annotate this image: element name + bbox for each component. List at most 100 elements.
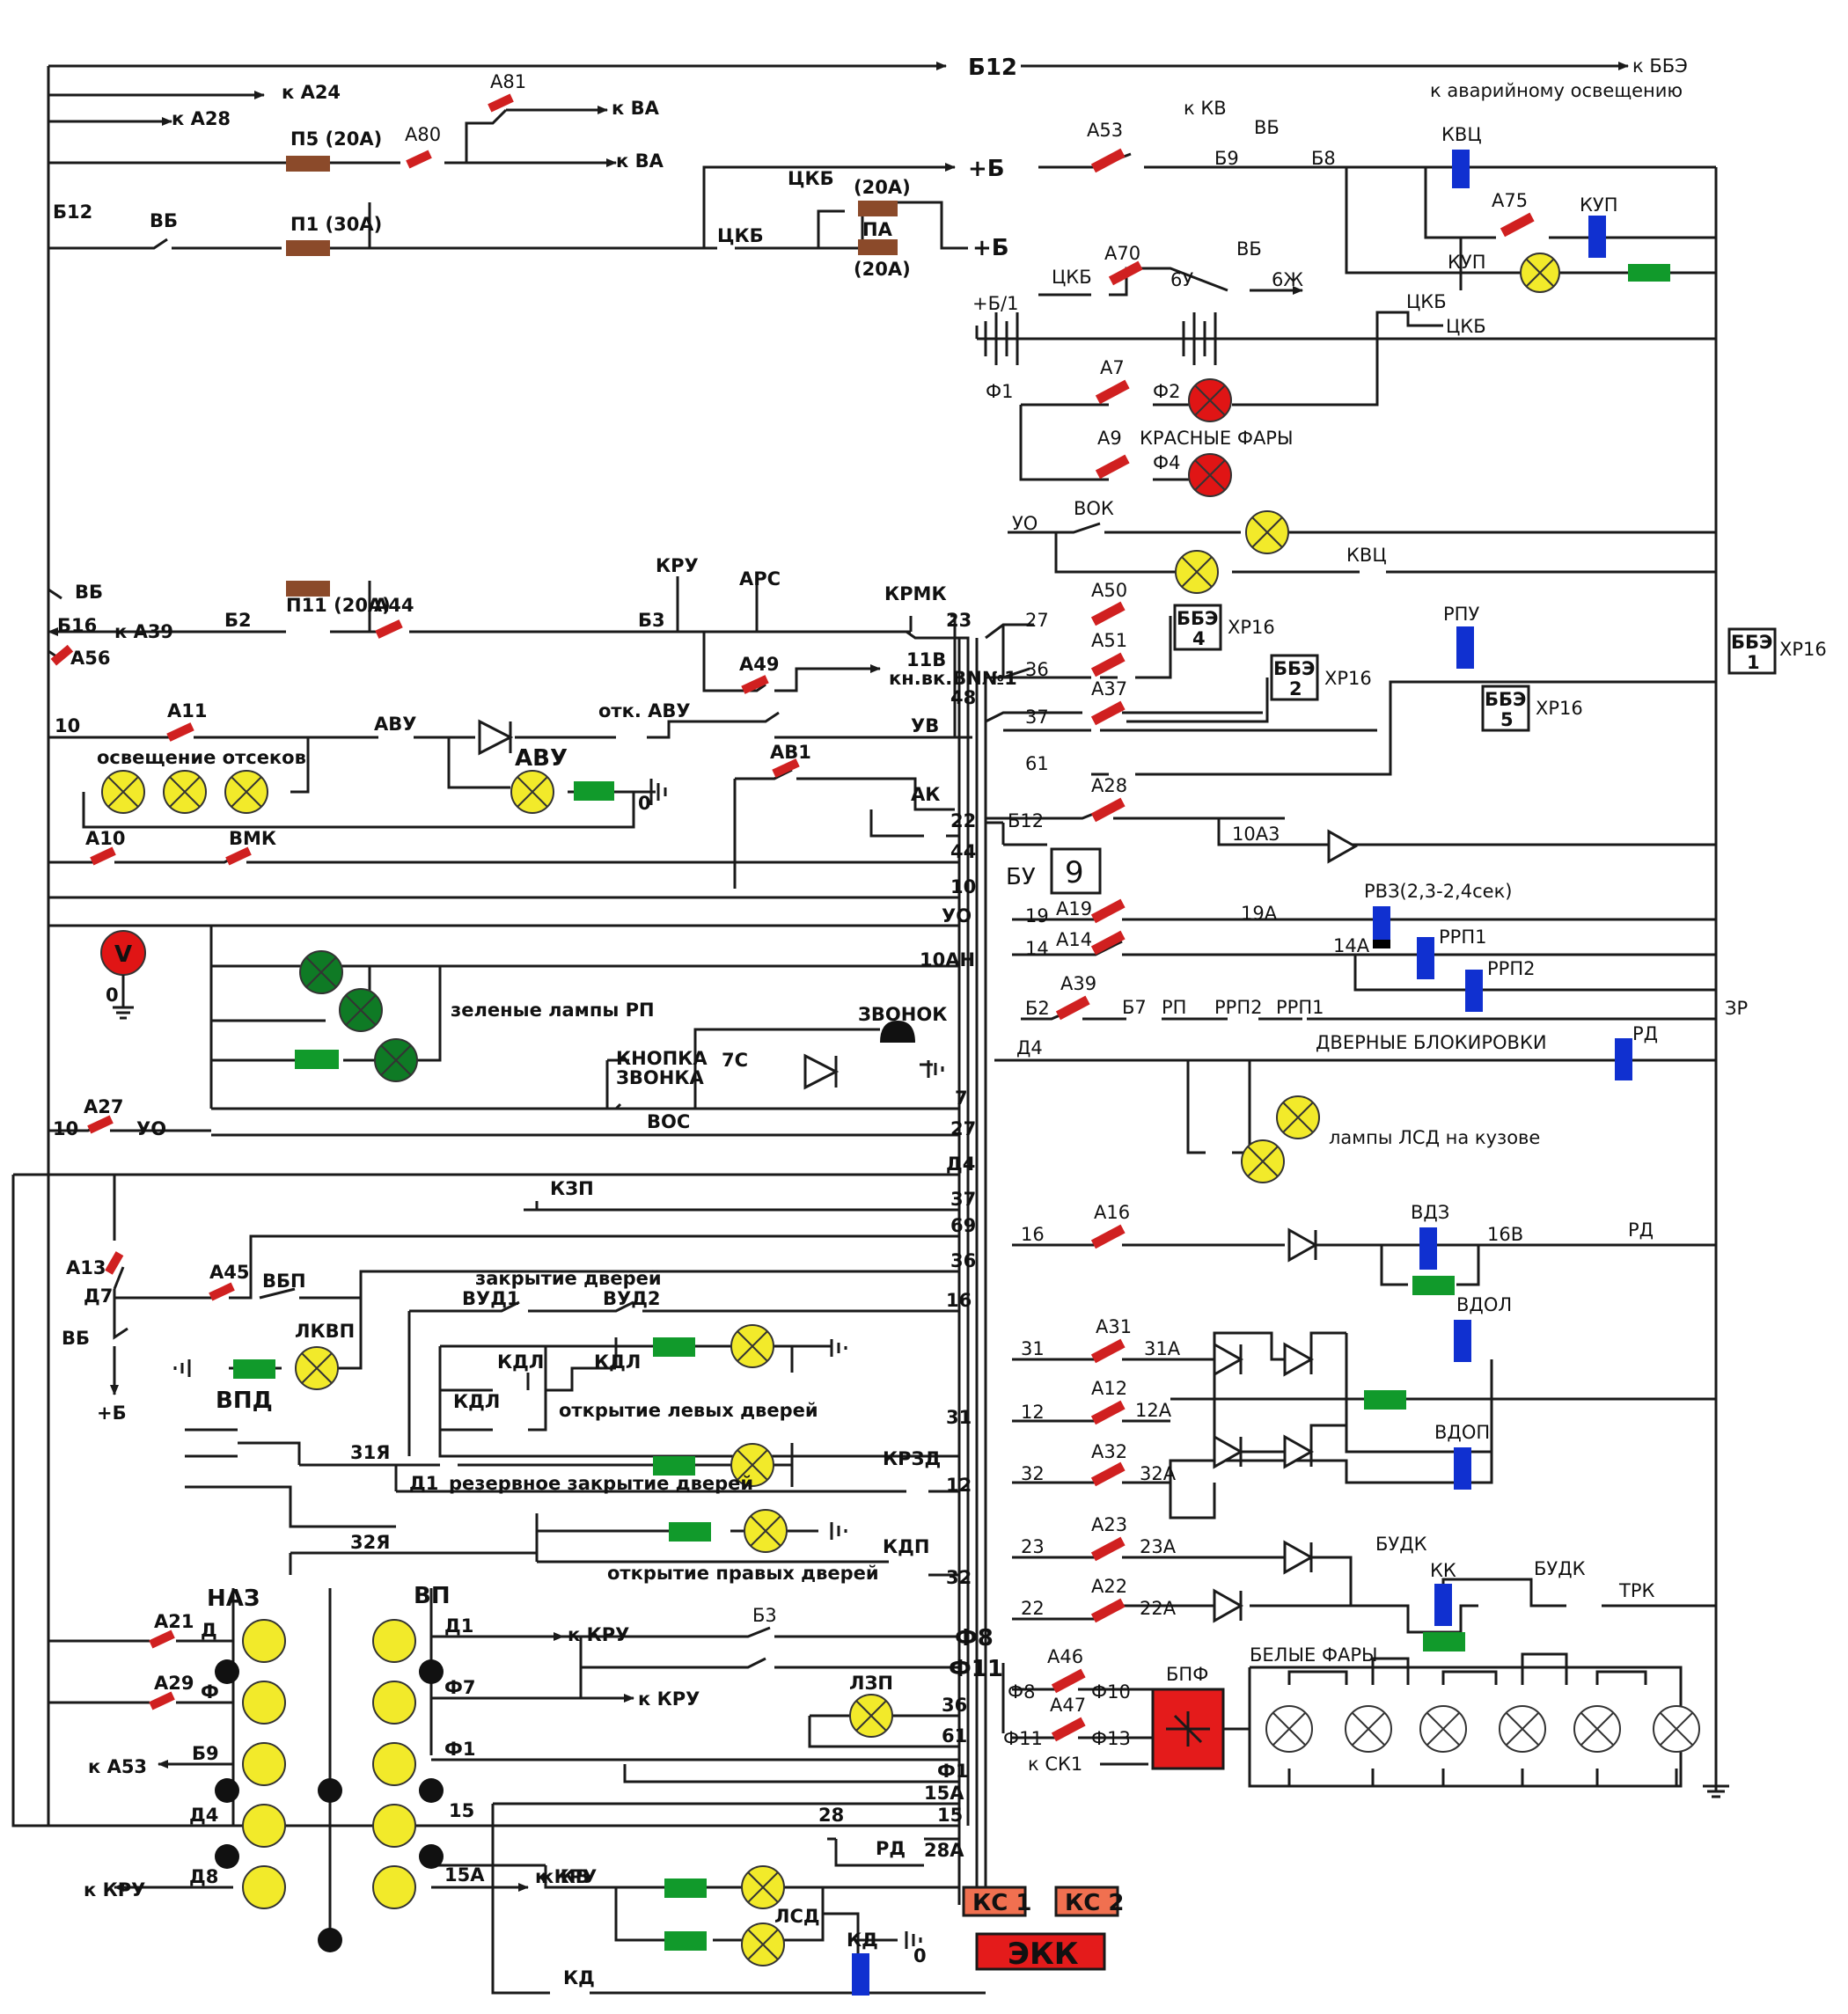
label-b2-rm: Б2 (1025, 998, 1050, 1019)
label-lsd-lamps: лампы ЛСД на кузове (1329, 1127, 1540, 1148)
relay-rrp1 (1417, 937, 1434, 979)
lamp-vok-2 (1175, 550, 1219, 594)
label-w15a-2: 15А (924, 1783, 964, 1804)
label-w15-b: 15 (937, 1805, 963, 1826)
label-kd-1: КД (847, 1930, 878, 1951)
breaker-a45 (209, 1282, 235, 1301)
label-vb: ВБ (150, 210, 178, 231)
label-23a: 23А (1140, 1536, 1177, 1557)
label-green-lamps: зеленые лампы РП (451, 1000, 655, 1021)
label-b12: Б12 (968, 55, 1017, 81)
label-w12: 12 (946, 1475, 972, 1496)
label-plus-b-2: +Б (972, 235, 1009, 261)
label-ks1: КС 1 (972, 1890, 1031, 1916)
label-k-kru-3: к КРУ (638, 1688, 700, 1710)
label-n1: 1 (1747, 652, 1760, 673)
white-light-3 (1419, 1705, 1467, 1753)
label-a9: А9 (1097, 428, 1122, 449)
label-zvonka: ЗВОНКА (616, 1067, 705, 1088)
label-xp16-a: ХР16 (1228, 617, 1275, 638)
label-k-a53: к А53 (88, 1756, 147, 1777)
label-a31: А31 (1096, 1316, 1132, 1337)
label-w32-rb: 32 (1021, 1463, 1045, 1484)
breaker-a56 (50, 644, 74, 666)
label-w19: 19 (1025, 905, 1049, 926)
breaker-a29 (149, 1691, 175, 1710)
label-kdl-2: КДЛ (594, 1351, 641, 1373)
label-a46: А46 (1047, 1646, 1083, 1667)
label-lzp: ЛЗП (849, 1673, 893, 1694)
label-b9: Б9 (1214, 148, 1239, 169)
lamp-lzp (849, 1694, 893, 1738)
relay-vdol (1454, 1320, 1471, 1362)
block-bbe5 (1481, 685, 1530, 732)
label-w16-rb: 16 (1021, 1224, 1045, 1245)
label-rd-rb: РД (1628, 1219, 1654, 1241)
label-p11: П11 (20А) (286, 595, 391, 616)
label-krzd: КРЗД (883, 1448, 941, 1469)
label-b3: Б3 (638, 610, 665, 631)
label-bbe4: ББЭ (1177, 608, 1218, 629)
voltmeter (100, 930, 146, 1020)
lamp-red-f4 (1188, 453, 1232, 497)
label-a12: А12 (1091, 1378, 1127, 1399)
label-tskb-5: ЦКБ (1446, 316, 1486, 337)
lamp-avu (510, 770, 554, 814)
label-v0: 0 (106, 985, 119, 1006)
label-a27: А27 (84, 1096, 123, 1117)
breaker-a53 (1090, 148, 1126, 173)
diode-10a3 (1327, 829, 1359, 864)
label-k-sk1: к СК1 (1028, 1754, 1082, 1775)
label-a14: А14 (1056, 929, 1092, 950)
lamp-kup (1520, 253, 1560, 293)
label-w27-rm: 27 (1025, 610, 1049, 631)
label-w36-bottom: 36 (942, 1695, 967, 1716)
label-plus-b1: +Б/1 (972, 293, 1018, 314)
label-kd-2: КД (563, 1967, 595, 1988)
label-w28: 28 (818, 1805, 844, 1826)
diode-23a (1283, 1540, 1315, 1575)
label-11v: 11В (906, 649, 946, 670)
label-a44: А44 (374, 595, 414, 616)
label-zvonok: ЗВОНОК (858, 1004, 947, 1025)
label-f7: Ф7 (444, 1677, 475, 1698)
breaker-av1 (772, 758, 800, 778)
label-a21: А21 (154, 1611, 194, 1632)
naz-lamp-5 (242, 1865, 286, 1909)
lamp-lsd-body-1 (1276, 1095, 1320, 1139)
label-open-left: открытие левых дверей (559, 1400, 818, 1421)
label-w10b: 10 (950, 876, 976, 897)
label-a19: А19 (1056, 898, 1092, 919)
label-lsd: ЛСД (774, 1906, 820, 1927)
label-19a: 19А (1241, 903, 1278, 924)
label-trk: ТРК (1618, 1580, 1654, 1601)
label-f11: Ф11 (949, 1656, 1003, 1682)
label-20a-1: (20А) (854, 177, 911, 198)
resistor-reserve-close (653, 1456, 695, 1476)
breaker-a28 (1090, 797, 1126, 823)
breaker-a14 (1090, 930, 1126, 956)
breaker-a70 (1108, 260, 1143, 286)
label-w14: 14 (1025, 938, 1049, 959)
label-vmk: ВМК (229, 828, 276, 849)
label-vpd: ВПД (216, 1388, 273, 1414)
breaker-a7 (1095, 379, 1130, 405)
label-w22: 22 (950, 810, 976, 831)
label-b3-bottom: Б3 (752, 1605, 777, 1626)
relay-rpu (1456, 626, 1474, 669)
lamp-lsd-body-2 (1241, 1139, 1285, 1183)
label-k-a24: к А24 (282, 82, 341, 103)
label-k-a39: к А39 (114, 621, 173, 642)
lamp-vok-1 (1245, 510, 1289, 554)
label-32a: 32А (1140, 1463, 1177, 1484)
breaker-a21 (149, 1630, 175, 1649)
label-f1-bottom: Ф1 (444, 1739, 475, 1760)
label-av1: АВ1 (770, 742, 811, 763)
label-d4-bottom: Д4 (189, 1805, 218, 1826)
diode-vdop-2 (1283, 1434, 1315, 1469)
label-reserve-close: резервное закрытие дверей (449, 1473, 753, 1494)
label-a80: А80 (405, 124, 441, 145)
naz-lamp-1 (242, 1619, 286, 1663)
resistor-vd (1364, 1390, 1406, 1410)
white-light-1 (1265, 1705, 1313, 1753)
